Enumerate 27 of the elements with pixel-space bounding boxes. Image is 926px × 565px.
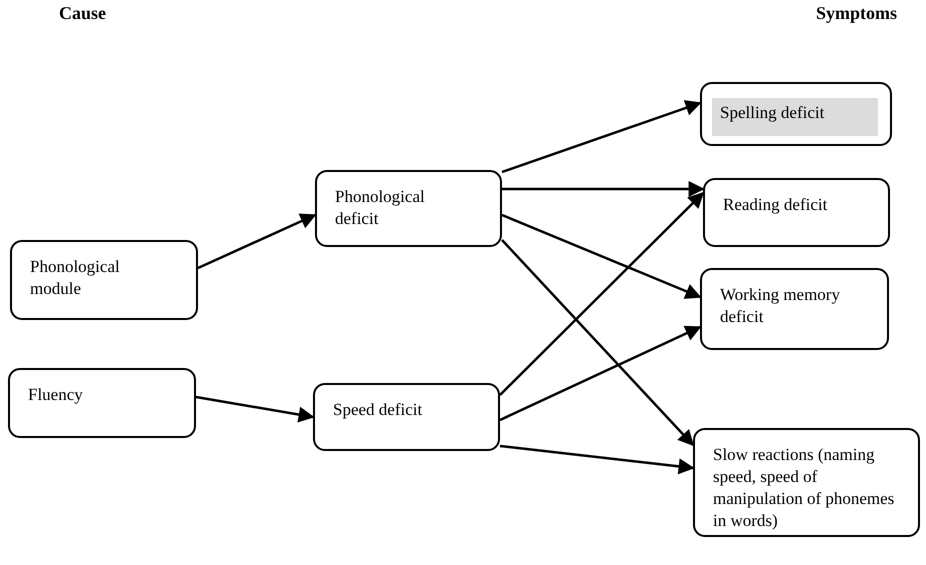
node-label: Phonological module — [30, 256, 121, 300]
node-label: Speed deficit — [333, 399, 422, 421]
node-label: Spelling deficit — [712, 98, 878, 136]
node-label: Fluency — [28, 384, 83, 406]
arrow — [197, 214, 316, 270]
node-label: Phonological deficit — [335, 186, 426, 230]
process-box — [700, 82, 892, 146]
node-label: Working memory deficit — [720, 284, 841, 328]
arrow — [502, 100, 702, 174]
process-box — [693, 428, 920, 537]
arrow — [502, 214, 702, 299]
process-box — [313, 383, 500, 451]
arrow — [501, 239, 694, 446]
process-box — [10, 240, 198, 320]
process-box — [700, 268, 889, 350]
arrow — [499, 326, 702, 422]
column-heading: Symptoms — [816, 3, 898, 24]
process-box — [703, 178, 890, 247]
column-heading: Cause — [59, 3, 106, 24]
process-box — [315, 170, 502, 247]
arrow — [502, 181, 705, 197]
arrow — [499, 192, 704, 396]
arrow — [196, 396, 315, 422]
node-label: Reading deficit — [723, 194, 828, 216]
node-label: Slow reactions (naming speed, speed of manipulation of phonemes in words) — [713, 444, 896, 532]
process-box — [8, 368, 196, 438]
arrow — [500, 444, 695, 474]
